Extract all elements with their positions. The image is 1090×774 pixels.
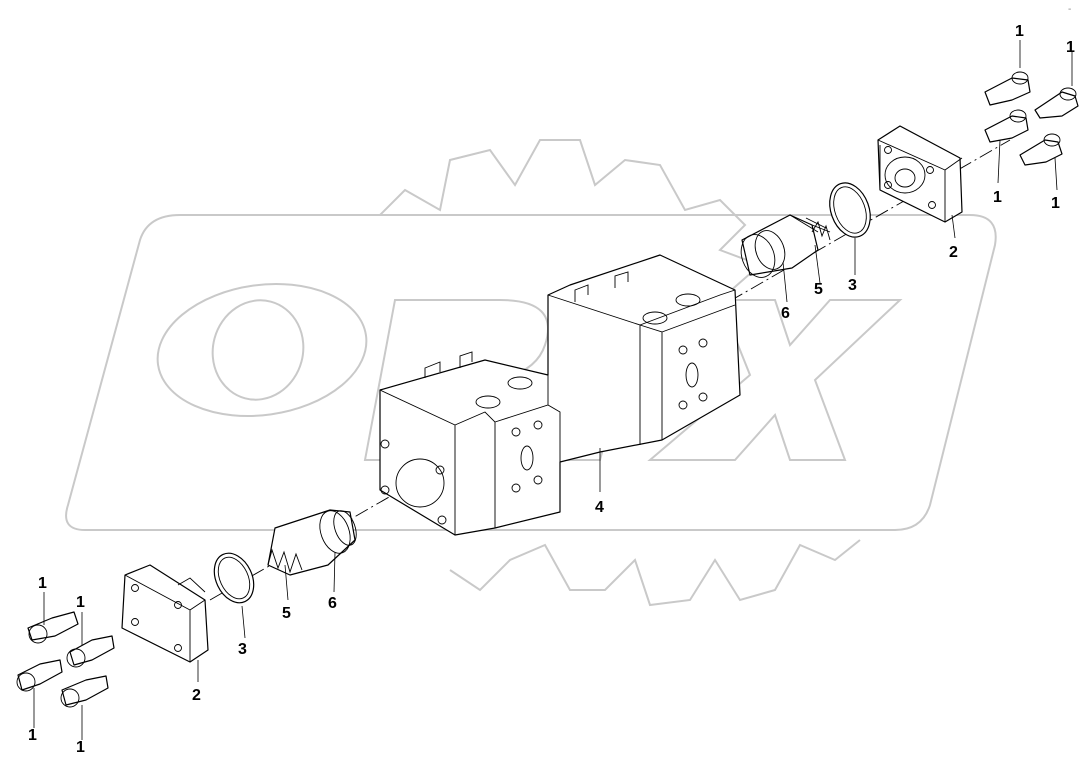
left-valve-cartridge (267, 509, 357, 576)
bolt-r4 (1019, 133, 1063, 166)
watermark-letter-x (647, 299, 903, 461)
corner-mark: ‑ (1068, 4, 1071, 15)
valve-body-edges (379, 289, 736, 535)
callout-3-left: 3 (238, 641, 247, 658)
watermark-letter-o-inner (211, 299, 305, 401)
right-o-ring (829, 182, 871, 238)
left-cover-plate (121, 564, 209, 663)
valve-body-port (395, 458, 445, 508)
callout-1-top-right-a: 1 (1015, 23, 1024, 40)
valve-body-top-port-2 (507, 376, 533, 390)
valve-body-center-port-1 (520, 445, 534, 471)
callout-4-body: 4 (595, 499, 604, 516)
left-o-ring (213, 552, 255, 604)
bolt-l1 (27, 611, 79, 644)
callout-1-top-right-b: 1 (1066, 39, 1075, 56)
watermark-gear (379, 139, 861, 607)
right-cover-plate (877, 125, 963, 223)
valve-body-center-port-2 (685, 362, 699, 388)
bolt-r3 (984, 109, 1029, 143)
callout-3-right: 3 (848, 277, 857, 294)
valve-body (379, 254, 741, 536)
callout-2-left: 2 (192, 687, 201, 704)
callout-2-right: 2 (949, 244, 958, 261)
callout-1-left-d: 1 (76, 739, 85, 756)
valve-body-top-port-3 (642, 311, 668, 325)
callout-1-right-c: 1 (993, 189, 1002, 206)
watermark (65, 139, 997, 607)
callout-1-right-d: 1 (1051, 195, 1060, 212)
watermark-slab (65, 214, 997, 531)
bolt-l4 (60, 675, 109, 708)
callout-1-left-b: 1 (76, 594, 85, 611)
right-bolts (984, 71, 1079, 166)
callout-1-left-a: 1 (38, 575, 47, 592)
callout-1-left-c: 1 (28, 727, 37, 744)
valve-body-bolt-holes (380, 338, 708, 525)
watermark-letter-o (156, 282, 368, 418)
valve-body-outline (379, 254, 741, 536)
leader-lines (33, 40, 1073, 740)
callout-5-right: 5 (814, 281, 823, 298)
valve-body-top-port-4 (675, 293, 701, 307)
bolt-l2 (66, 635, 115, 668)
bolt-l3 (16, 659, 63, 692)
callout-6-right: 6 (781, 305, 790, 322)
callout-5-left: 5 (282, 605, 291, 622)
right-valve-cartridge (740, 214, 831, 278)
valve-body-slots (424, 271, 629, 378)
valve-body-top-port-1 (475, 395, 501, 409)
callout-labels: 1 1 1 1 2 3 5 6 4 5 6 3 2 1 1 1 1 (28, 23, 1075, 756)
bolt-r2 (1034, 87, 1079, 119)
callout-6-left: 6 (328, 595, 337, 612)
bolt-r1 (984, 71, 1031, 106)
left-bolts (16, 611, 115, 708)
